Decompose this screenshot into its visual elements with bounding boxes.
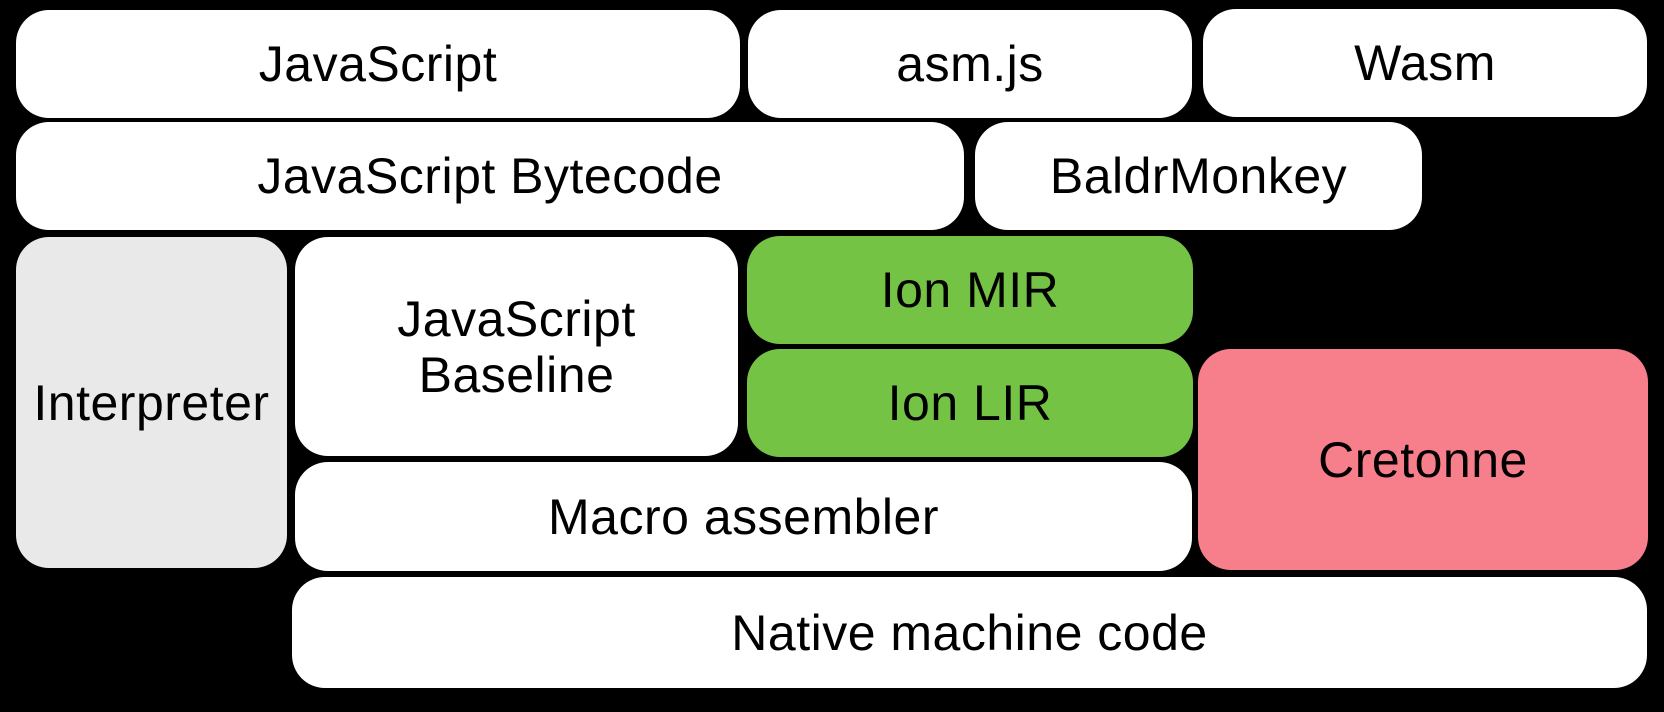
baldrmonkey-label: BaldrMonkey xyxy=(1049,148,1348,204)
asmjs-label: asm.js xyxy=(896,36,1044,92)
ion-lir-label: Ion LIR xyxy=(887,375,1053,431)
box-macro-assembler: Macro assembler xyxy=(295,462,1192,571)
interpreter-label: Interpreter xyxy=(33,374,270,431)
cretonne-label: Cretonne xyxy=(1318,431,1528,488)
box-ion-mir: Ion MIR xyxy=(747,236,1193,344)
javascript-baseline-label: JavaScript Baseline xyxy=(397,290,636,403)
box-native-machine-code: Native machine code xyxy=(292,577,1647,688)
box-asmjs: asm.js xyxy=(748,10,1192,118)
box-ion-lir: Ion LIR xyxy=(747,349,1193,457)
box-javascript-baseline: JavaScript Baseline xyxy=(295,237,738,456)
macro-assembler-label: Macro assembler xyxy=(548,488,939,545)
box-baldrmonkey: BaldrMonkey xyxy=(975,122,1422,230)
box-javascript: JavaScript xyxy=(16,10,740,118)
box-wasm: Wasm xyxy=(1203,9,1647,117)
box-interpreter: Interpreter xyxy=(16,237,287,568)
javascript-label: JavaScript xyxy=(258,36,498,92)
ion-mir-label: Ion MIR xyxy=(880,262,1060,318)
javascript-bytecode-label: JavaScript Bytecode xyxy=(257,148,723,204)
wasm-label: Wasm xyxy=(1354,35,1496,91)
box-cretonne: Cretonne xyxy=(1198,349,1648,570)
box-javascript-bytecode: JavaScript Bytecode xyxy=(16,122,964,230)
native-machine-code-label: Native machine code xyxy=(731,604,1208,661)
